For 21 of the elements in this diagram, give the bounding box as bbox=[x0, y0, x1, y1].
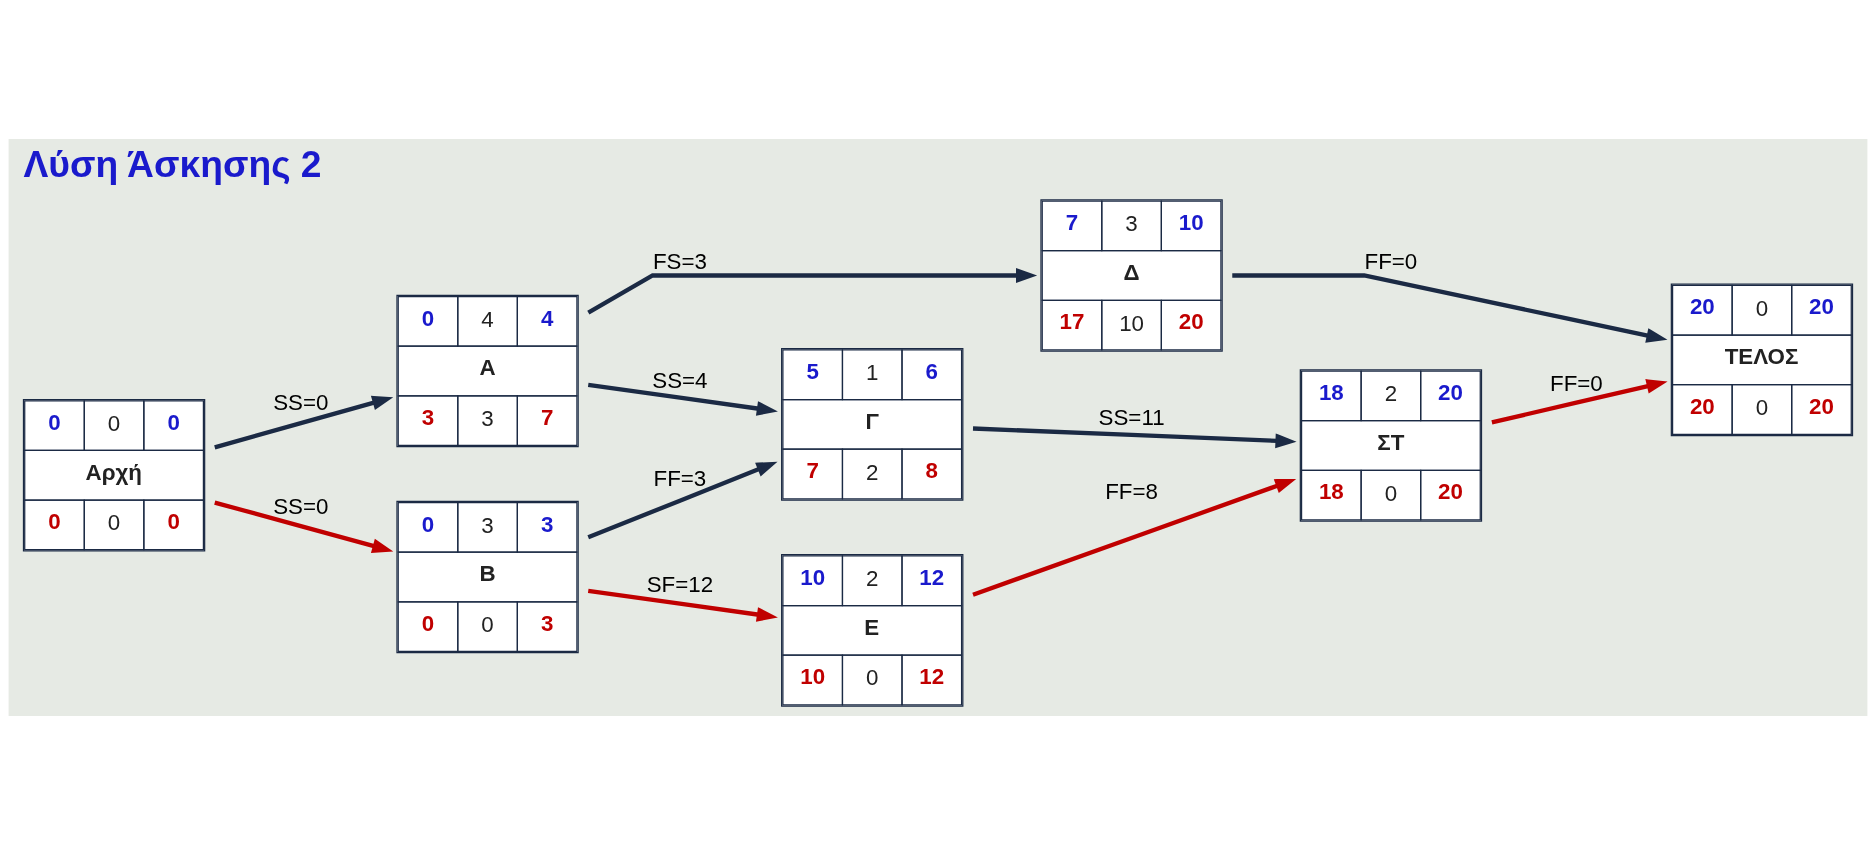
arrow bbox=[1232, 272, 1668, 343]
arrow bbox=[587, 267, 1038, 315]
edge-label: FF=0 bbox=[1364, 248, 1418, 274]
arrow bbox=[587, 382, 778, 416]
arrow bbox=[214, 499, 394, 553]
arrow bbox=[214, 395, 394, 449]
edge-label: SF=12 bbox=[646, 571, 714, 597]
edge-label: SS=11 bbox=[1098, 404, 1165, 430]
arrow bbox=[972, 425, 1297, 448]
edge-label: SS=4 bbox=[652, 367, 708, 393]
diagram-title: Λύση Άσκησης 2 bbox=[23, 142, 322, 185]
arrow bbox=[972, 478, 1297, 597]
edge-label: FF=8 bbox=[1105, 478, 1158, 504]
edge-label: FF=0 bbox=[1550, 370, 1603, 396]
edge-label: SS=0 bbox=[273, 389, 329, 415]
edge-label: FS=3 bbox=[652, 248, 707, 274]
arrow bbox=[587, 588, 778, 622]
edge-label: SS=0 bbox=[273, 493, 329, 519]
edge-label: FF=3 bbox=[653, 465, 707, 491]
arrow bbox=[1491, 378, 1668, 424]
arrow bbox=[587, 461, 778, 539]
